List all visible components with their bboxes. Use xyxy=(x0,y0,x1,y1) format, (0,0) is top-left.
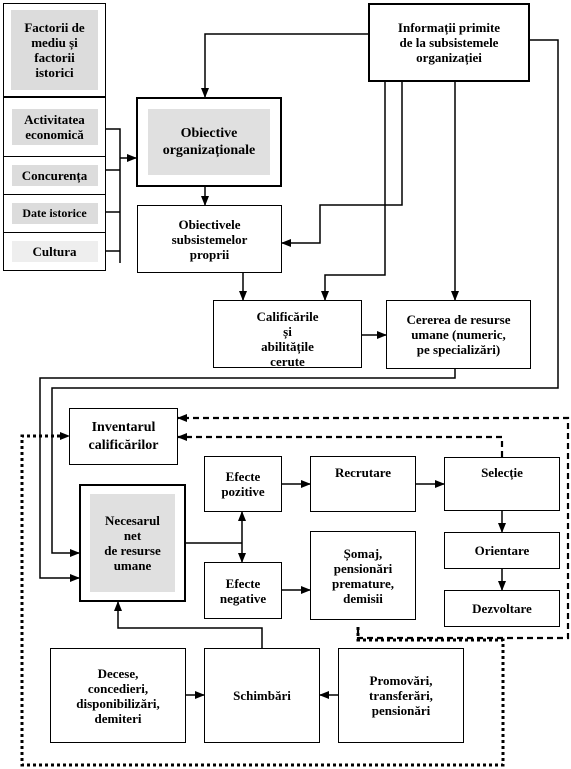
factor-history-label: Date istorice xyxy=(22,206,87,220)
deaths-label: Decese, concedieri, disponibilizări, dem… xyxy=(76,665,160,726)
arrow-demand-to-netneed xyxy=(39,369,456,582)
factor-list: Activitatea economică Concurența Date is… xyxy=(3,97,106,271)
factor-activity-label: Activitatea economică xyxy=(24,112,85,142)
development-box: Dezvoltare xyxy=(444,590,560,627)
orientation-label: Orientare xyxy=(474,543,530,558)
changes-label: Schimbări xyxy=(233,688,291,703)
org-objectives-box: Obiective organizaționale xyxy=(136,97,282,187)
unemployment-label: Șomaj, pensionări premature, demisii xyxy=(332,545,394,606)
org-objectives-label: Obiective organizaționale xyxy=(162,126,256,158)
positive-effects-box: Efecte pozitive xyxy=(204,456,282,512)
arrow-info-to-subobjectives xyxy=(281,82,403,247)
recruit-box: Recrutare xyxy=(310,456,416,512)
arrow-info-to-netneed xyxy=(51,39,559,557)
sub-objectives-box: Obiectivele subsistemelor proprii xyxy=(137,205,282,273)
net-need-box: Necesarul net de resurse umane xyxy=(79,484,186,602)
net-need-label: Necesarul net de resurse umane xyxy=(104,513,161,573)
factor-history: Date istorice xyxy=(4,194,105,232)
inventory-label: Inventarul calificărilor xyxy=(88,419,159,453)
inventory-box: Inventarul calificărilor xyxy=(69,408,178,465)
arrow-changes-to-netneed xyxy=(114,601,263,648)
negative-effects-box: Efecte negative xyxy=(204,562,282,619)
development-label: Dezvoltare xyxy=(472,601,532,616)
qualifications-box: Calificările și abilitățile cerute xyxy=(213,300,362,368)
arrow-info-to-qualifications xyxy=(321,82,386,301)
factor-activity: Activitatea economică xyxy=(4,98,105,156)
negative-effects-label: Efecte negative xyxy=(219,575,267,606)
factor-competition: Concurența xyxy=(4,156,105,194)
promotions-label: Promovări, transferări, pensionări xyxy=(369,673,433,718)
arrow-stack-to-objectives xyxy=(106,128,121,263)
info-box: Informații primite de la subsistemele or… xyxy=(368,3,530,82)
dashed-development-to-inventory xyxy=(177,414,570,640)
selection-label: Selecție xyxy=(481,465,523,480)
factor-culture-label: Cultura xyxy=(32,244,77,259)
unemployment-box: Șomaj, pensionări premature, demisii xyxy=(310,531,416,620)
factors-label: Factorii de mediu și factorii istorici xyxy=(24,20,85,80)
factors-box: Factorii de mediu și factorii istorici xyxy=(3,3,106,97)
info-label: Informații primite de la subsistemele or… xyxy=(397,20,501,65)
demand-box: Cererea de resurse umane (numeric, pe sp… xyxy=(386,300,531,369)
arrow-info-to-objectives xyxy=(201,33,368,98)
selection-box: Selecție xyxy=(444,457,560,511)
factor-competition-label: Concurența xyxy=(21,168,88,183)
factor-culture: Cultura xyxy=(4,232,105,270)
changes-box: Schimbări xyxy=(204,648,320,743)
demand-label: Cererea de resurse umane (numeric, pe sp… xyxy=(406,312,511,357)
qualifications-label: Calificările și abilitățile cerute xyxy=(256,309,319,368)
promotions-box: Promovări, transferări, pensionări xyxy=(338,648,464,743)
recruit-label: Recrutare xyxy=(334,465,392,480)
positive-effects-label: Efecte pozitive xyxy=(221,469,265,499)
sub-objectives-label: Obiectivele subsistemelor proprii xyxy=(171,216,248,262)
orientation-box: Orientare xyxy=(444,532,560,569)
dashed-selection-to-inventory xyxy=(177,433,504,457)
dotted-loop-to-inventory xyxy=(20,432,505,767)
deaths-box: Decese, concedieri, disponibilizări, dem… xyxy=(50,648,186,743)
